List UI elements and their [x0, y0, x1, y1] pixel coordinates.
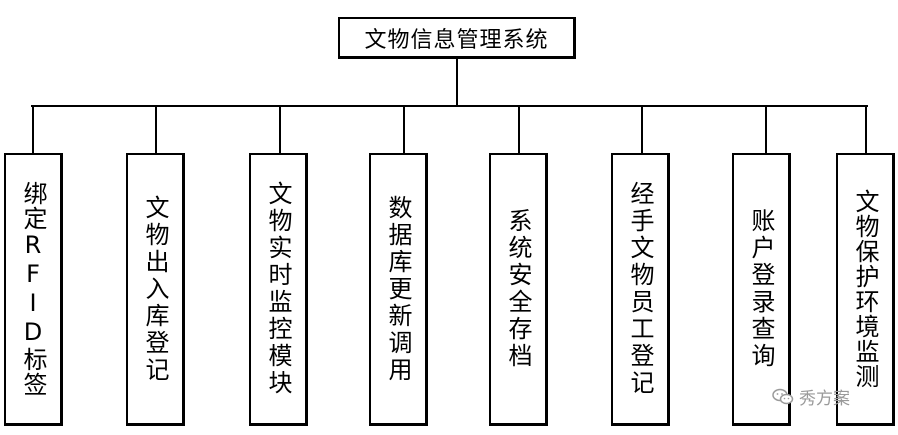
- root-label: 文物信息管理系统: [364, 27, 549, 53]
- node-db: 数据库更新调用: [369, 153, 428, 426]
- node-backup: 系统安全存档: [489, 153, 548, 426]
- node-label-staff: 经手文物员工登记: [626, 181, 654, 397]
- node-label-account: 账户登录查询: [747, 208, 775, 370]
- wechat-icon: [772, 388, 794, 404]
- node-env: 文物保护环境监测: [836, 153, 895, 426]
- root-node: 文物信息管理系统: [338, 17, 576, 59]
- node-label-backup: 系统安全存档: [504, 208, 532, 370]
- node-label-env: 文物保护环境监测: [851, 189, 879, 389]
- node-label-monitor: 文物实时监控模块: [264, 181, 292, 397]
- watermark-text: 秀方案: [799, 389, 850, 409]
- node-account: 账户登录查询: [732, 153, 791, 426]
- node-inout: 文物出入库登记: [126, 153, 185, 426]
- node-label-rfid: 绑定RFID标签: [19, 181, 47, 397]
- watermark: 秀方案: [772, 384, 850, 409]
- node-rfid: 绑定RFID标签: [4, 153, 63, 426]
- node-staff: 经手文物员工登记: [611, 153, 670, 426]
- node-monitor: 文物实时监控模块: [249, 153, 308, 426]
- node-label-inout: 文物出入库登记: [141, 194, 169, 384]
- node-label-db: 数据库更新调用: [384, 194, 412, 384]
